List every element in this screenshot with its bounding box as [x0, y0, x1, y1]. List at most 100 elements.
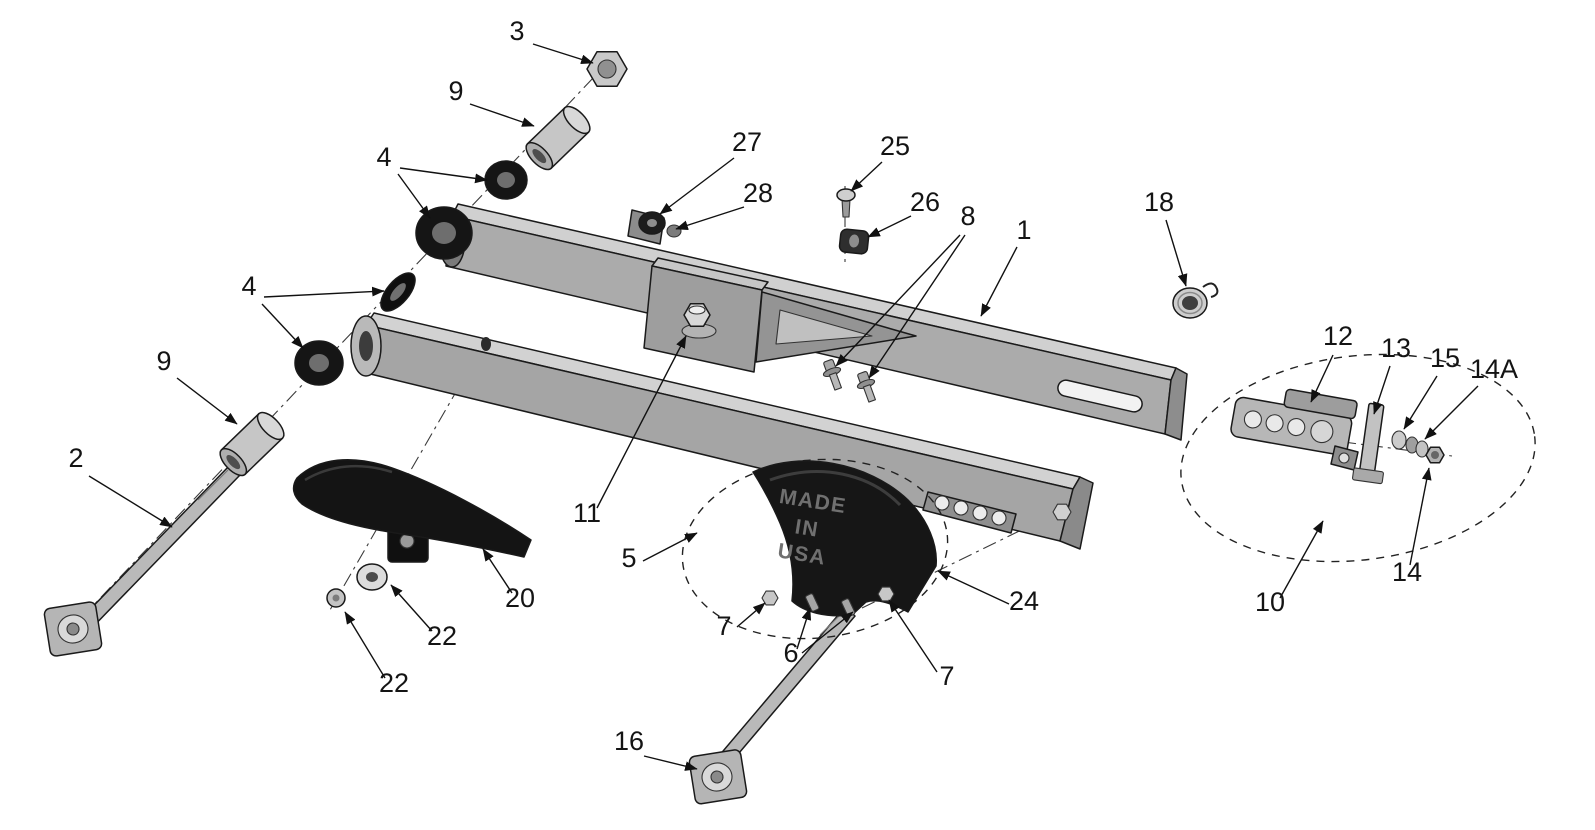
callout-label: 26 — [910, 187, 940, 217]
callout-25: 25 — [850, 131, 910, 192]
sleeve-bore — [532, 149, 547, 164]
adjuster-spacer — [1391, 430, 1407, 450]
callout-label: 4 — [376, 142, 391, 172]
callout-leader-line — [1403, 375, 1438, 430]
callout-7: 7 — [716, 602, 766, 641]
callout-5: 5 — [621, 532, 698, 573]
callout-label: 2 — [68, 443, 83, 473]
callout-leader-line — [261, 303, 304, 349]
callout-15: 15 — [1403, 343, 1460, 430]
adjuster-ring — [1415, 440, 1429, 458]
callout-22: 22 — [390, 584, 457, 651]
lower-arm-end-cap — [1059, 476, 1094, 550]
lower-chain-roller — [838, 228, 870, 255]
callout-22: 22 — [344, 611, 409, 698]
bolt-shaft — [74, 464, 241, 636]
callout-label: 27 — [732, 127, 762, 157]
adjuster-hole — [1287, 418, 1306, 437]
callout-label: 3 — [509, 16, 524, 46]
callout-leader-line — [1310, 354, 1334, 403]
chain-adjuster-assembly — [1180, 353, 1536, 563]
gusset-cutout — [775, 309, 873, 345]
callout-24: 24 — [937, 570, 1039, 616]
callout-label: 13 — [1381, 333, 1411, 363]
callout-leader-line — [390, 584, 433, 632]
callout-label: 9 — [156, 346, 171, 376]
callout-leader-line — [482, 548, 513, 594]
made-in-text-line2: IN — [793, 515, 820, 541]
slider-body — [292, 459, 532, 558]
pivot-bolt-top — [688, 305, 706, 315]
washer-ring — [1177, 291, 1203, 315]
upper-arm-end-cap — [1164, 367, 1188, 441]
guard-stud — [805, 593, 820, 612]
callout-12: 12 — [1310, 321, 1353, 403]
callout-leader-line — [596, 335, 687, 509]
slider-washer — [356, 563, 388, 591]
guard-nut — [877, 586, 895, 602]
bushing-bore — [432, 222, 456, 244]
pivot-bolt — [43, 464, 241, 657]
callout-leader-line — [642, 532, 698, 562]
callout-label: 1 — [1016, 215, 1031, 245]
adjuster-rail — [1283, 388, 1358, 420]
axle-washer-clip — [1172, 282, 1219, 319]
adjuster-hole — [1265, 414, 1284, 433]
callout-7: 7 — [888, 599, 955, 691]
callout-14: 14 — [1392, 467, 1432, 587]
callout-leader-line — [937, 570, 1010, 605]
callout-label: 28 — [743, 178, 773, 208]
spacer-sleeve — [219, 411, 285, 477]
detail-ellipse-adjuster — [1180, 353, 1536, 563]
callout-label: 9 — [448, 76, 463, 106]
bolt-head-socket — [66, 622, 80, 636]
callout-leader-line — [796, 607, 812, 650]
callout-leader-line — [835, 234, 961, 367]
pivot-axis-line — [69, 57, 613, 631]
callout-leader-line — [736, 602, 766, 628]
callout-label: 5 — [621, 543, 636, 573]
callout-leader-line — [176, 377, 238, 425]
callout-leader-line — [469, 103, 535, 127]
lower-pivot-bore — [359, 331, 373, 361]
callout-label: 14A — [1470, 354, 1518, 384]
callout-leader-line — [1165, 219, 1188, 287]
roller-screw — [836, 188, 856, 218]
callout-leader-line — [344, 611, 386, 679]
axle-end-bolt — [1052, 503, 1072, 521]
sight-hole — [972, 505, 988, 521]
callout-label: 24 — [1009, 586, 1039, 616]
axle-bolt — [688, 606, 856, 805]
callout-26: 26 — [867, 187, 940, 238]
guard-nut — [761, 590, 779, 606]
callout-label: 22 — [427, 621, 457, 651]
bolt-shaft — [862, 384, 876, 403]
callout-28: 28 — [675, 178, 773, 230]
guard-highlight — [769, 470, 902, 507]
callout-leader-line — [868, 234, 966, 379]
callout-14A: 14A — [1424, 354, 1518, 440]
callout-leader-line — [1279, 520, 1324, 599]
callout-label: 18 — [1144, 187, 1174, 217]
callout-8: 8 — [835, 201, 976, 379]
adjuster-hole — [1243, 410, 1262, 429]
slider-bolt — [326, 588, 346, 608]
callout-16: 16 — [614, 726, 698, 771]
callout-9: 9 — [448, 76, 535, 127]
screw-head — [836, 188, 856, 202]
callout-27: 27 — [659, 127, 762, 215]
adjuster-big-hole — [1310, 420, 1334, 444]
washer-bore — [1182, 296, 1198, 310]
callout-6: 6 — [783, 607, 854, 668]
bushing-bore — [309, 354, 329, 372]
bushing-seal-bore — [390, 283, 406, 301]
pivot-nut — [586, 50, 628, 88]
callout-3: 3 — [509, 16, 594, 65]
pivot-bushings — [294, 160, 528, 386]
callout-leader-line — [659, 157, 735, 215]
roller-washer — [666, 224, 682, 238]
clip-wire — [1202, 282, 1219, 298]
callout-2: 2 — [68, 443, 173, 528]
